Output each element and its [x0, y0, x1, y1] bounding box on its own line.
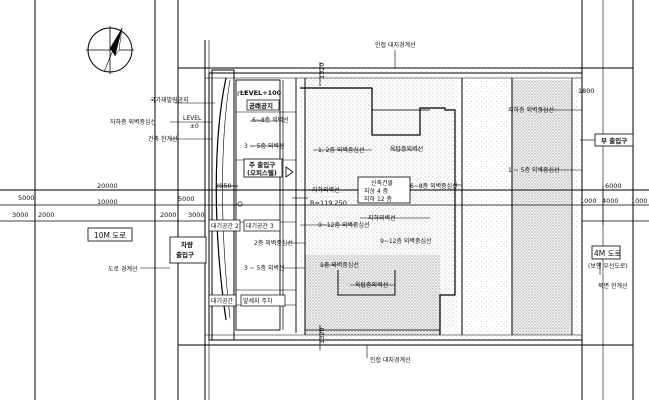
- stair-core-label: 옥탑층외벽선: [390, 145, 423, 153]
- waiting-space-1-label: 대기공간: [211, 297, 234, 305]
- main-entrance-label-b: (오피스텔): [247, 168, 277, 177]
- left-core-outer: [211, 69, 235, 341]
- floors-6-8-left-label: 6~8층 외벽선: [252, 116, 289, 124]
- dim-2000-mid: 2000: [160, 211, 177, 219]
- floors-3-5-bot-label: 3 ~ 5층 외벽선: [244, 264, 284, 272]
- building-line-left-label: 건축 한계선: [148, 135, 178, 143]
- dim-2850: 2850: [215, 182, 232, 190]
- main-entrance-box: [243, 158, 283, 178]
- waiting-space-2-label: 대기공간 2: [211, 222, 239, 230]
- dim-1320-bottom: 1320: [318, 327, 326, 344]
- column-markers: [237, 103, 260, 207]
- dim-5000-left: 5000: [18, 194, 35, 202]
- dim-2000-left: 2000: [38, 211, 55, 219]
- road-10m-box: [87, 227, 133, 242]
- dim-10000: 10000: [97, 198, 118, 206]
- floors-1-2-label: 1, 2층 외벽중심선: [318, 146, 364, 154]
- dim-4000: 4000: [602, 197, 619, 205]
- rooftop-ext-label: 옥탑층외벽선: [355, 281, 388, 289]
- floors-9-12-a-label: 9~12층 외벽중심선: [318, 221, 370, 229]
- road-4m-label: 4M 도로: [594, 249, 622, 258]
- level-zero-bot: ±0: [190, 123, 199, 130]
- dim-3000-left: 3000: [12, 211, 29, 219]
- above-ground-label: 지상 4 층: [364, 187, 389, 195]
- new-building-box: [357, 176, 411, 204]
- road-4m-box: [591, 245, 621, 260]
- dim-3000-mid: 3000: [188, 211, 205, 219]
- level-zero-top: LEVEL: [183, 115, 202, 122]
- main-entrance-label-a: 주 출입구: [249, 160, 275, 169]
- new-building-label: 신축건물: [371, 179, 394, 187]
- floors-1-5-label: 1 ~ 5층 외벽중심선: [508, 166, 560, 174]
- floors-9-12-b-label: 9~12층 외벽중심선: [380, 237, 432, 245]
- underground-limit-label: 자하층 외벽중심선: [110, 118, 156, 126]
- curved-wall: [215, 77, 227, 321]
- building-line-right-label: 북면 한계선: [598, 282, 628, 290]
- road-10m-label: 10M 도로: [94, 231, 126, 240]
- outline-floors-1-2: [300, 87, 456, 335]
- outline-rooftop-bottom: [337, 270, 396, 296]
- waiting-space-3-box: [243, 219, 281, 232]
- mid-strip-shaded: [462, 78, 512, 335]
- north-arrow-icon: [86, 26, 134, 74]
- floors-6-8-right-label: 6~8층 외벽중심선: [410, 182, 458, 190]
- dim-6000: 6000: [605, 182, 622, 190]
- dim-20000: 20000: [97, 182, 118, 190]
- floors-3-5-top-label: 3 ~ 5층 외벽선: [244, 142, 284, 150]
- top-boundary-label: 인접 대지경계선: [375, 41, 416, 49]
- car-entrance-label-b: 출입구: [176, 250, 194, 259]
- right-strip-shaded: [512, 80, 572, 335]
- dim-1320-top: 1320: [318, 62, 326, 79]
- left-column: [235, 79, 281, 331]
- public-space-box: [246, 99, 280, 111]
- bottom-boundary-label: 인접 대지경계선: [370, 356, 411, 364]
- floors-2-ext-label: 2층 외벽중심선: [254, 239, 293, 247]
- underground-outer-label: 지하외벽선: [368, 214, 396, 222]
- waiting-space-1-box: [208, 294, 237, 307]
- road-boundary-label: 도로 경계선: [108, 265, 138, 273]
- dim-1000-b: 1000: [631, 197, 648, 205]
- sub-entrance-label: 부 출입구: [601, 136, 627, 145]
- dimension-ticks: [34, 186, 634, 225]
- car-entrance-box: [169, 236, 207, 264]
- dim-5000-mid: 5000: [178, 195, 195, 203]
- dim-1800: 1800: [578, 87, 595, 95]
- level-label: LEVEL+100: [240, 89, 282, 97]
- parking-box: [240, 294, 286, 307]
- elevation-label: R=119.250: [310, 199, 347, 207]
- waiting-space-3-label: 대기공간 3: [246, 222, 274, 230]
- dim-1000-a: 1000: [580, 197, 597, 205]
- floors-1-ext-label: 1층 외벽중심선: [320, 261, 359, 269]
- leader-lines: [140, 50, 601, 358]
- triangle-marker-icon: [285, 166, 294, 178]
- curved-wall-inner: [222, 79, 231, 319]
- parking-label: 앞세지 주차: [243, 297, 273, 305]
- car-entrance-label-a: 차량: [181, 240, 193, 249]
- below-ground-label: 지하 12 층: [364, 195, 392, 203]
- under-slab-label: 지하외벽선: [312, 186, 340, 194]
- waiting-space-2-box: [208, 219, 241, 232]
- public-space-label: 공개공지: [249, 101, 273, 110]
- underground-right-label: 지하층 외벽중심선: [508, 106, 554, 114]
- road-4m-sub-label: (보행 우선도로): [588, 262, 628, 270]
- entrance-left-label: 국가재벌림공지: [150, 96, 189, 104]
